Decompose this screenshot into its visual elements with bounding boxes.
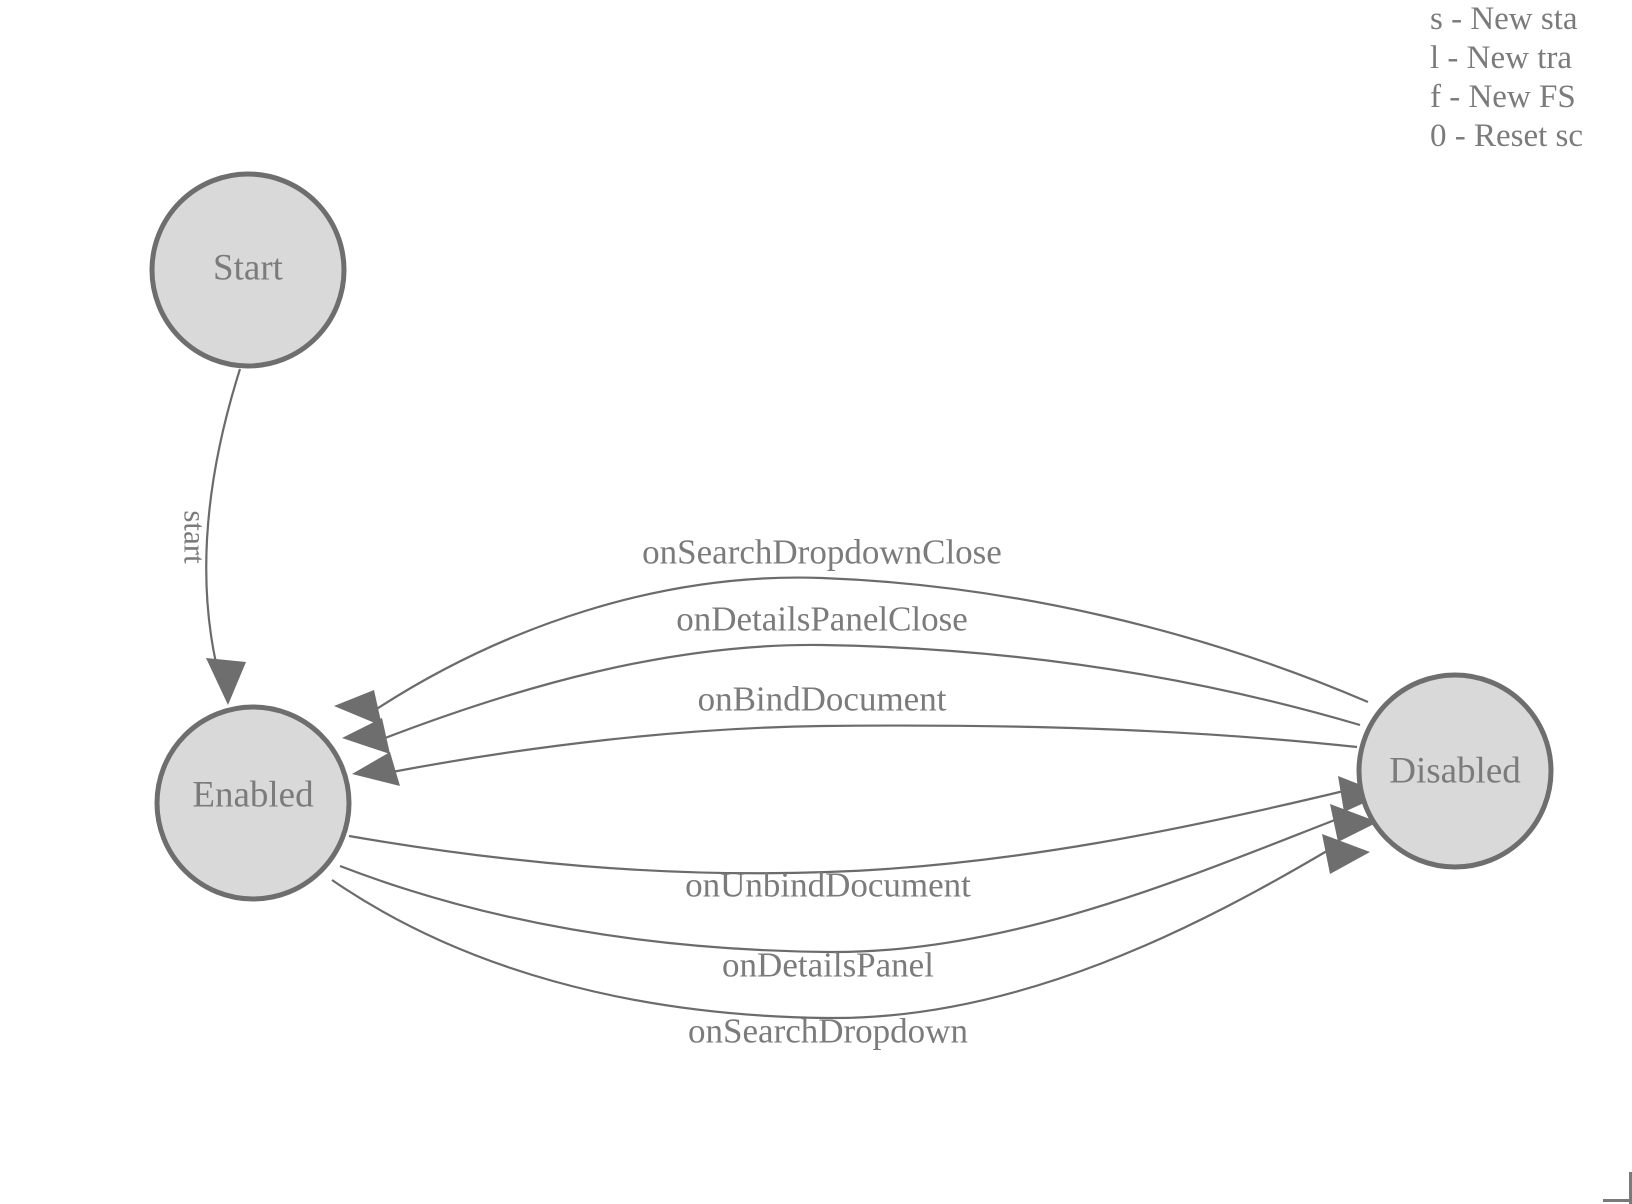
state-node-start[interactable]: Start <box>149 171 347 369</box>
transition-onsearchdropdown-path <box>331 847 1333 1020</box>
transition-start[interactable] <box>205 368 246 705</box>
transition-onsearchdropdown-arrowhead <box>1322 834 1370 874</box>
legend-item-reset-scene: 0 - Reset sc <box>1430 118 1584 154</box>
legend-item-new-fsm: f - New FS <box>1430 79 1576 115</box>
state-node-start-label: Start <box>213 248 284 289</box>
transition-ondetailspanelclose[interactable] <box>342 643 1361 754</box>
transition-onunbinddocument[interactable] <box>348 776 1384 875</box>
transition-ondetailspanel-label: onDetailsPanel <box>722 946 934 985</box>
transition-ondetailspanel[interactable] <box>339 804 1378 954</box>
state-node-enabled-circle <box>154 704 352 902</box>
transition-onunbinddocument-path <box>348 788 1349 875</box>
transition-ondetailspanel-arrowhead <box>1330 804 1378 842</box>
transition-ondetailspanel-path <box>339 816 1341 954</box>
state-node-enabled-label: Enabled <box>192 775 314 816</box>
legend-item-new-state: s - New sta <box>1430 1 1578 37</box>
state-node-disabled-label: Disabled <box>1389 751 1521 792</box>
legend-item-new-transition: l - New tra <box>1430 40 1573 76</box>
transition-onsearchdropdownclose[interactable] <box>334 576 1369 726</box>
transition-start-arrowhead <box>206 658 246 705</box>
transition-onsearchdropdown-label: onSearchDropdown <box>688 1012 968 1051</box>
transition-ondetailspanelclose-label: onDetailsPanelClose <box>676 600 968 639</box>
transition-start-label: start <box>178 510 213 564</box>
state-node-disabled[interactable]: Disabled <box>1356 672 1554 870</box>
state-node-start-circle <box>149 171 347 369</box>
transition-onbinddocument[interactable] <box>352 724 1358 786</box>
transition-ondetailspanelclose-arrowhead <box>342 718 390 754</box>
resize-corner-horizontal-mark <box>1603 1199 1632 1202</box>
transition-onbinddocument-path <box>391 724 1358 774</box>
keyboard-shortcuts-legend: s - New sta l - New tra f - New FS 0 - R… <box>1430 0 1632 156</box>
state-node-enabled[interactable]: Enabled <box>154 704 352 902</box>
transition-onsearchdropdownclose-label: onSearchDropdownClose <box>642 533 1002 572</box>
resize-corner-vertical-mark <box>1629 1172 1632 1204</box>
transition-start-path <box>205 368 242 664</box>
transition-onbinddocument-arrowhead <box>352 752 400 786</box>
transition-onsearchdropdown[interactable] <box>331 834 1370 1020</box>
transition-onunbinddocument-label: onUnbindDocument <box>685 866 971 905</box>
transition-ondetailspanelclose-path <box>379 643 1361 742</box>
transition-onsearchdropdownclose-arrowhead <box>334 690 382 726</box>
transition-onsearchdropdownclose-path <box>371 576 1369 713</box>
state-node-disabled-circle <box>1356 672 1554 870</box>
transition-onbinddocument-label: onBindDocument <box>698 680 947 719</box>
